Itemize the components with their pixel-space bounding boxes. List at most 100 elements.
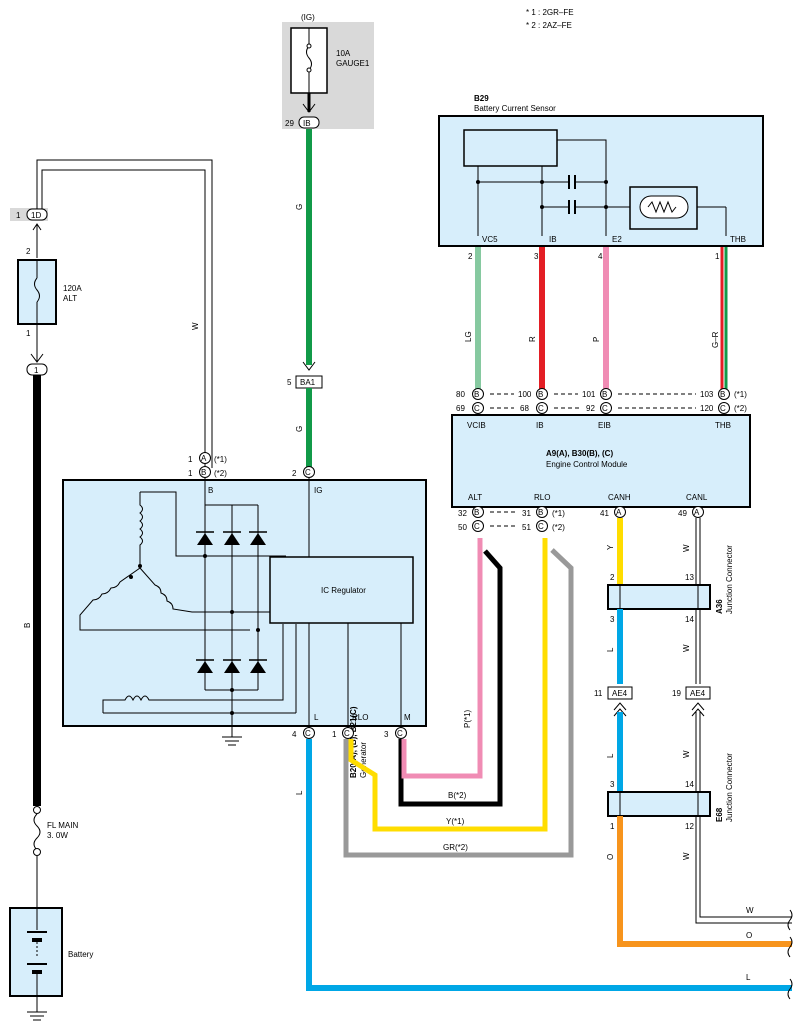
gen-terminal-m: M (404, 713, 411, 722)
engine-control-module (451, 414, 751, 508)
ae4-connector-r (685, 686, 711, 700)
sensor-pin-4: 4 (598, 252, 603, 261)
battery (9, 907, 63, 997)
a36-pin-14: 14 (685, 615, 694, 624)
ecm-pin-c: B (602, 390, 607, 399)
ecm-pin: 101 (582, 390, 596, 399)
ecm-terminal-alt: ALT (468, 493, 482, 502)
ecm-code: A9(A), B30(B), (C) (546, 449, 613, 458)
ecm-terminal-canh: CANH (608, 493, 631, 502)
wire-label-w-canl: W (682, 544, 691, 552)
gen-b-pin1-c: A (201, 454, 207, 463)
sensor-pin-1: 1 (715, 252, 720, 261)
gen-m-pin-c: C (397, 729, 403, 738)
ecm-pin: 120 (700, 404, 714, 413)
wire-label-p1: P(*1) (463, 709, 472, 728)
wire-label-l-a36: L (606, 647, 615, 652)
wire-gr2 (343, 548, 574, 858)
wire-label-l-ae4: L (606, 753, 615, 758)
a36-pin-2: 2 (610, 573, 615, 582)
wire-b2 (398, 549, 503, 807)
ecm-pin: 92 (586, 404, 595, 413)
ecm-rlo-note1: (*1) (552, 509, 565, 518)
gen-b-note2: (*2) (214, 469, 227, 478)
ae4-label-r: AE4 (690, 689, 706, 698)
ecm-terminal-thb: THB (715, 421, 731, 430)
ecm-canl-pin: 49 (678, 509, 687, 518)
ecm-rlo-pin1-c: B (538, 508, 543, 517)
gen-b-pin2-c: B (201, 468, 206, 477)
battery-label: Battery (68, 950, 93, 959)
ecm-canh-pin-c: A (616, 508, 622, 517)
ecm-rlo-note2: (*2) (552, 523, 565, 532)
gen-b-pin1: 1 (188, 455, 193, 464)
wire-label-y: Y (606, 544, 615, 550)
ig-supply-label: (IG) (301, 13, 315, 22)
junction-1-label: 1 (34, 366, 39, 375)
ecm-terminal-vcib: VCIB (467, 421, 486, 430)
alt-fuse-rating: 120A (63, 284, 82, 293)
ecm-terminal-eib: EIB (598, 421, 611, 430)
ecm-terminal-rlo: RLO (534, 493, 550, 502)
ae4-connector-l (607, 686, 633, 700)
ae4-label-l: AE4 (612, 689, 628, 698)
wire-label-g: G (295, 204, 304, 210)
gen-terminal-b: B (208, 486, 213, 495)
a36-name-1: Junction Connector (725, 545, 734, 614)
ecm-pin: 103 (700, 390, 714, 399)
e68-pin-14: 14 (685, 780, 694, 789)
ig-fuse-element (306, 28, 312, 93)
ig-connector-label: IB (303, 119, 311, 128)
ecm-pin-c: B (720, 390, 725, 399)
gen-rlo-pin: 1 (332, 730, 337, 739)
wire-label-w-a36: W (682, 644, 691, 652)
ae4-pin-19: 19 (672, 689, 681, 698)
ecm-pin-c: C (538, 404, 544, 413)
ae4-pin-11: 11 (594, 689, 603, 698)
ig-pin-num: 29 (285, 119, 294, 128)
ic-regulator (269, 556, 414, 624)
wire-w-outer (36, 159, 213, 468)
wire-w-inner (41, 169, 206, 468)
wire-label-w-ae4: W (682, 750, 691, 758)
sensor-terminal-ib: IB (549, 235, 557, 244)
wire-o (617, 816, 792, 947)
fuse-dot (306, 43, 312, 49)
wire-label-w: W (191, 322, 200, 330)
ecm-terminal-ib: IB (536, 421, 544, 430)
generator-name: Generator (359, 742, 368, 778)
alt-fuse-name: ALT (63, 294, 77, 303)
ig-fuse-name: GAUGE1 (336, 59, 370, 68)
sensor-code: B29 (474, 94, 489, 103)
ecm-pin-c: C (602, 404, 608, 413)
ecm-note-2: (*2) (734, 404, 747, 413)
ecm-note-1: (*1) (734, 390, 747, 399)
ig-fuse-rating: 10A (336, 49, 351, 58)
gen-rlo-pin-c: C (344, 729, 350, 738)
wire-label-w-e68: W (682, 852, 691, 860)
wire-l-gen (306, 739, 792, 991)
sensor-pin-3: 3 (534, 252, 539, 261)
ic-regulator-label: IC Regulator (321, 586, 366, 595)
gen-b-note1: (*1) (214, 455, 227, 464)
1d-pin: 1 (16, 211, 21, 220)
ecm-name: Engine Control Module (546, 460, 628, 469)
fl-main-name: FL MAIN (47, 821, 78, 830)
a36-code: A36 (715, 599, 724, 614)
e68-pin-3: 3 (610, 780, 615, 789)
ba1-label: BA1 (300, 378, 316, 387)
a36-pin-13: 13 (685, 573, 694, 582)
a36-junction (607, 584, 711, 610)
wire-label-y1: Y(*1) (446, 817, 465, 826)
gen-ig-pin: 2 (292, 469, 297, 478)
alt-fuse-pin-bottom: 1 (26, 329, 31, 338)
wire-label-gr-thb: G–R (711, 331, 720, 348)
ecm-top-pins: 80 B 69 C 100 B 68 C 101 B 92 C 103 B (*… (456, 388, 747, 414)
ecm-rlo-pin1: 31 (522, 509, 531, 518)
wire-y1 (348, 538, 548, 832)
e68-pin-12: 12 (685, 822, 694, 831)
note-1: * 1 : 2GR–FE (526, 8, 574, 17)
fl-main-rating: 3. 0W (47, 831, 68, 840)
wire-label-o: O (606, 854, 615, 860)
